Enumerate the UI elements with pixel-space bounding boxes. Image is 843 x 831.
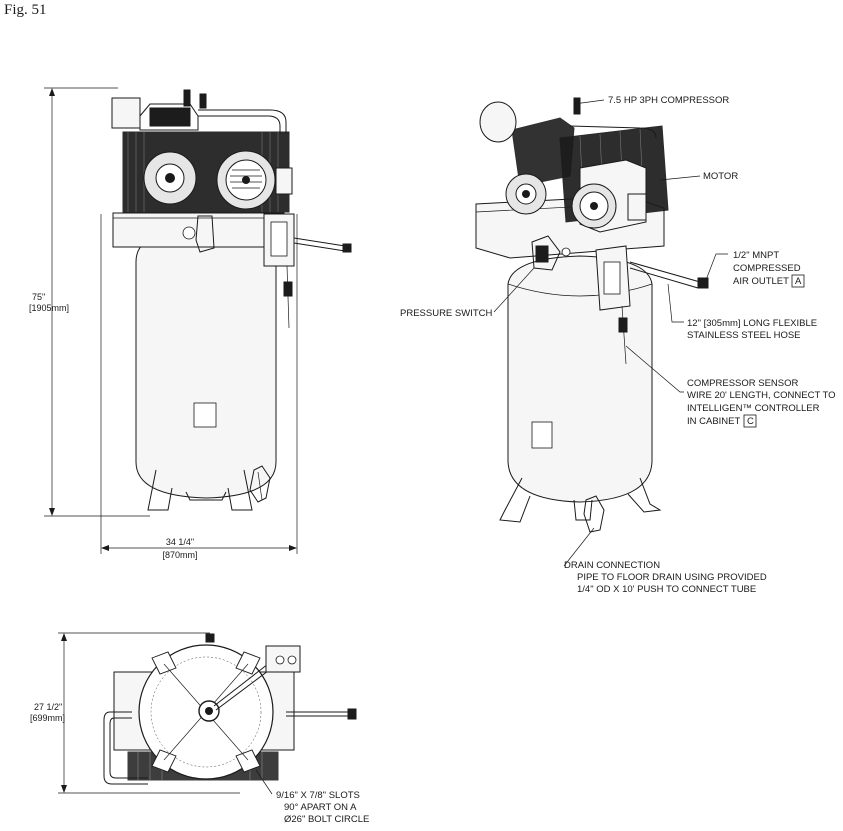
callout-compressor: 7.5 HP 3PH COMPRESSOR <box>608 95 729 106</box>
callout-air-outlet-tag: A <box>795 276 802 287</box>
sensor-tag-box <box>743 414 757 428</box>
callout-hose-2: STAINLESS STEEL HOSE <box>687 330 801 341</box>
callout-sensor-2: WIRE 20' LENGTH, CONNECT TO <box>687 390 836 401</box>
callout-drain-2: PIPE TO FLOOR DRAIN USING PROVIDED <box>577 572 767 583</box>
callout-slots-1: 9/16" X 7/8" SLOTS <box>276 790 360 801</box>
height-dimension-in: 75" <box>32 292 45 302</box>
callout-drain-3: 1/4" OD X 10' PUSH TO CONNECT TUBE <box>577 584 756 595</box>
callout-sensor-3: INTELLIGEN™ CONTROLLER <box>687 403 820 414</box>
air-outlet-tag-box <box>791 274 805 288</box>
callout-air-outlet-2: COMPRESSED <box>733 263 801 274</box>
width-dimension-mm: [870mm] <box>162 550 197 560</box>
callout-sensor-1: COMPRESSOR SENSOR <box>687 378 799 389</box>
callout-slots-2: 90° APART ON A <box>284 802 357 813</box>
callout-sensor-4: IN CABINET <box>687 416 741 427</box>
front-view <box>44 87 352 554</box>
slots-leader <box>255 769 273 795</box>
depth-dimension-in: 27 1/2" <box>34 702 62 712</box>
height-dimension-mm: [1905mm] <box>29 303 69 313</box>
callout-drain-1: DRAIN CONNECTION <box>564 560 660 571</box>
width-dimension-in: 34 1/4" <box>166 537 194 547</box>
isometric-view <box>475 97 709 533</box>
callout-pressure-switch: PRESSURE SWITCH <box>400 308 493 319</box>
figure-label: Fig. 51 <box>4 2 47 18</box>
callout-hose-1: 12" [305mm] LONG FLEXIBLE <box>687 318 817 329</box>
callout-motor: MOTOR <box>703 171 738 182</box>
callout-slots-3: Ø26" BOLT CIRCLE <box>284 814 369 825</box>
callout-air-outlet-3: AIR OUTLET <box>733 276 789 287</box>
callout-sensor-tag: C <box>747 416 754 427</box>
leader-lines <box>493 99 728 567</box>
callout-air-outlet-1: 1/2" MNPT <box>733 250 779 261</box>
top-view <box>58 632 357 794</box>
depth-dimension-mm: [699mm] <box>30 713 65 723</box>
